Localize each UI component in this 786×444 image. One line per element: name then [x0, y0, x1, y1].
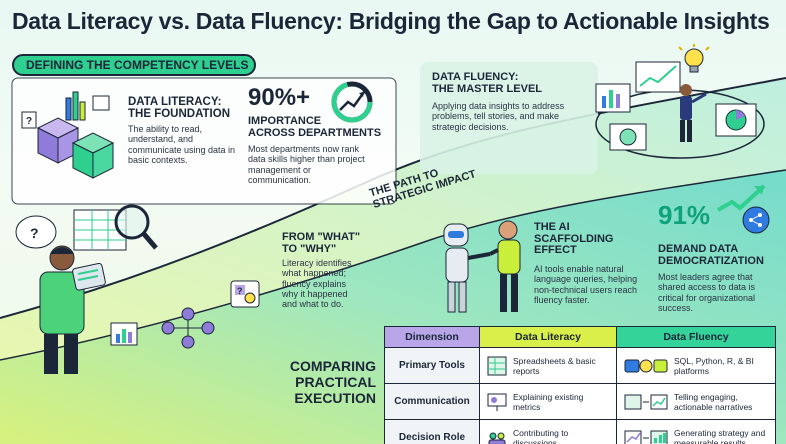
header-data-fluency: Data Fluency	[617, 327, 776, 348]
row-dimension: Decision Role	[385, 420, 480, 444]
row-literacy-cell: Contributing to discussions	[480, 420, 617, 444]
analyst-with-tablet-illustration: ?	[8, 200, 158, 380]
importance-label: IMPORTANCE ACROSS DEPARTMENTS	[248, 116, 381, 139]
svg-text:?: ?	[237, 286, 243, 296]
row-fluency-cell: Generating strategy and measurable resul…	[617, 420, 776, 444]
ai-heading-line1: THE AI	[534, 222, 613, 234]
what-why-heading-line1: FROM "WHAT"	[282, 232, 360, 244]
comparing-heading: COMPARING PRACTICAL EXECUTION	[282, 358, 376, 406]
growth-arrow-share-icon	[716, 180, 778, 236]
page-title: Data Literacy vs. Data Fluency: Bridging…	[12, 8, 769, 35]
table-row: Primary Tools Spreadsheets & basic repor…	[385, 348, 776, 384]
what-why-heading-line2: TO "WHY"	[282, 244, 360, 256]
democratization-text: Most leaders agree that shared access to…	[658, 272, 774, 313]
section-badge: DEFINING THE COMPETENCY LEVELS	[12, 54, 256, 76]
literacy-heading-line2: THE FOUNDATION	[128, 108, 230, 120]
story-chart-icon	[624, 392, 668, 412]
ai-text: AI tools enable natural language queries…	[534, 264, 650, 305]
fluency-decision-text: Generating strategy and measurable resul…	[674, 428, 768, 444]
svg-text:?: ?	[30, 225, 39, 241]
presentation-icon	[487, 392, 507, 412]
sql-python-bi-icon	[624, 356, 668, 376]
spreadsheet-icon	[487, 356, 507, 376]
importance-label-line2: ACROSS DEPARTMENTS	[248, 128, 381, 140]
what-why-heading: FROM "WHAT" TO "WHY"	[282, 232, 360, 255]
fluency-heading: DATA FLUENCY: THE MASTER LEVEL	[432, 72, 542, 95]
flow-diagram-icon	[160, 306, 216, 352]
fluency-heading-line1: DATA FLUENCY:	[432, 72, 542, 84]
dashboard-ring-illustration	[590, 44, 780, 170]
table-header-row: Dimension Data Literacy Data Fluency	[385, 327, 776, 348]
header-data-literacy: Data Literacy	[480, 327, 617, 348]
democratization-stat-value: 91%	[658, 200, 710, 231]
row-literacy-cell: Explaining existing metrics	[480, 384, 617, 420]
literacy-communication-text: Explaining existing metrics	[513, 392, 609, 412]
table-row: Communication Explaining existing metric…	[385, 384, 776, 420]
literacy-decision-text: Contributing to discussions	[513, 428, 609, 444]
row-dimension: Communication	[385, 384, 480, 420]
importance-text: Most departments now rank data skills hi…	[248, 144, 374, 185]
bar-chart-icon	[110, 322, 138, 346]
row-literacy-cell: Spreadsheets & basic reports	[480, 348, 617, 384]
literacy-text: The ability to read, understand, and com…	[128, 124, 240, 165]
democratization-label: DEMAND DATA DEMOCRATIZATION	[658, 244, 764, 267]
fluency-text: Applying data insights to address proble…	[432, 101, 582, 132]
team-discussion-icon	[487, 428, 507, 444]
svg-text:?: ?	[26, 116, 32, 127]
table-row: Decision Role Contributing to discussion…	[385, 420, 776, 444]
comparison-table: Dimension Data Literacy Data Fluency Pri…	[384, 326, 776, 444]
isometric-data-cubes-icon: ?	[18, 88, 122, 188]
ai-heading-line3: EFFECT	[534, 245, 613, 257]
fluency-heading-line2: THE MASTER LEVEL	[432, 84, 542, 96]
literacy-tools-text: Spreadsheets & basic reports	[513, 356, 609, 376]
literacy-heading-line1: DATA LITERACY:	[128, 96, 230, 108]
strategy-growth-icon	[624, 428, 668, 444]
header-dimension: Dimension	[385, 327, 480, 348]
question-chart-icon: ?	[230, 280, 260, 308]
ai-heading: THE AI SCAFFOLDING EFFECT	[534, 222, 613, 257]
fluency-tools-text: SQL, Python, R, & BI platforms	[674, 356, 768, 376]
importance-label-line1: IMPORTANCE	[248, 116, 381, 128]
row-fluency-cell: Telling engaging, actionable narratives	[617, 384, 776, 420]
robot-human-handshake-illustration	[436, 214, 536, 324]
literacy-heading: DATA LITERACY: THE FOUNDATION	[128, 96, 230, 120]
comparing-line3: EXECUTION	[282, 390, 376, 406]
democratization-label-line2: DEMOCRATIZATION	[658, 256, 764, 268]
what-why-text: Literacy identifies what happened; fluen…	[282, 258, 362, 310]
comparing-line1: COMPARING	[282, 358, 376, 374]
importance-stat-value: 90%+	[248, 84, 310, 112]
comparing-line2: PRACTICAL	[282, 374, 376, 390]
democratization-label-line1: DEMAND DATA	[658, 244, 764, 256]
fluency-communication-text: Telling engaging, actionable narratives	[674, 392, 768, 412]
row-dimension: Primary Tools	[385, 348, 480, 384]
row-fluency-cell: SQL, Python, R, & BI platforms	[617, 348, 776, 384]
